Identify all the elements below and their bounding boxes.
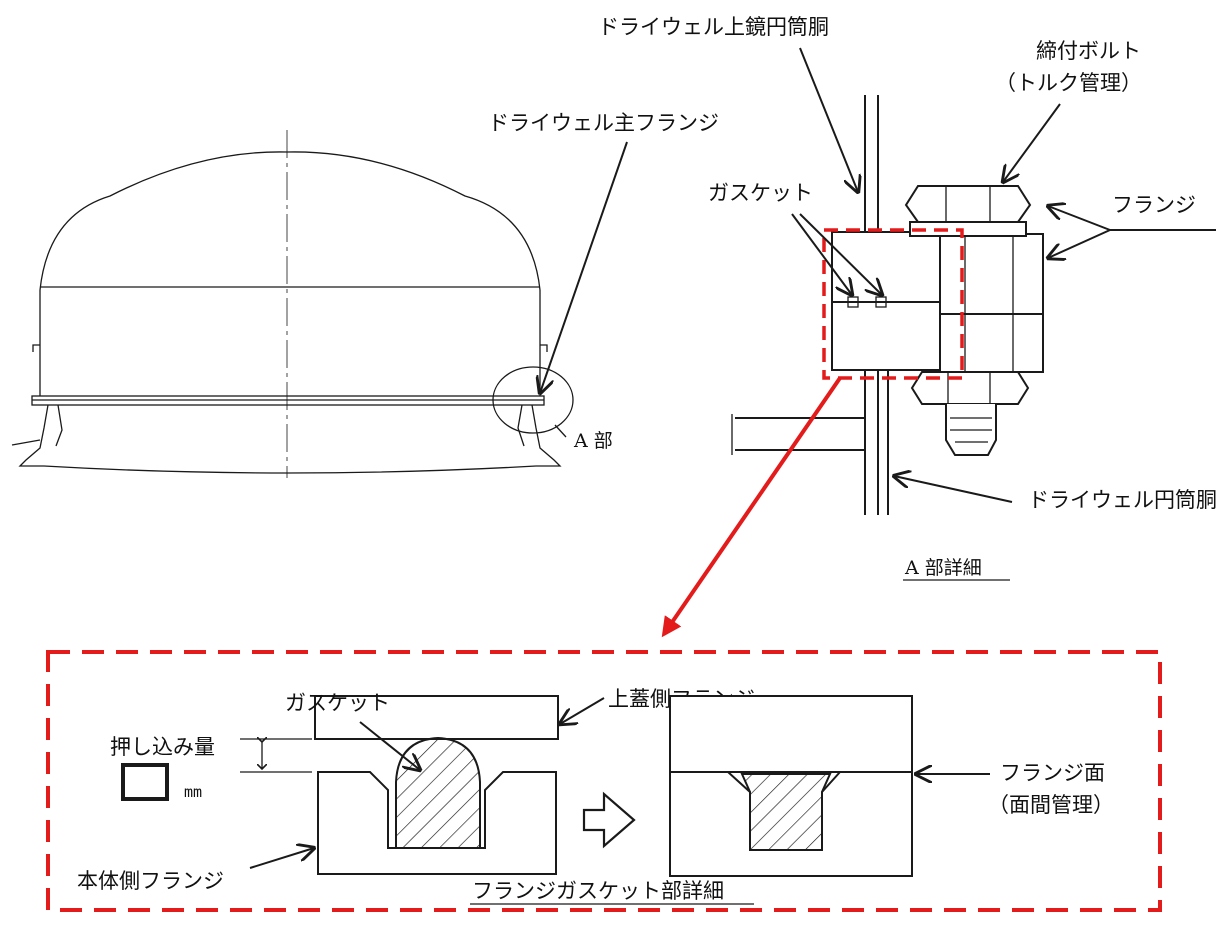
part-a-detail-caption: A 部詳細 xyxy=(904,557,982,579)
drywell-main-flange-label: ドライウェル主フランジ xyxy=(488,111,719,135)
tightening-bolt-label: 締付ボルト xyxy=(1036,39,1141,63)
gasket-label-lower: ガスケット xyxy=(285,691,390,715)
flange-gasket-detail-frame xyxy=(46,650,1162,912)
after-assembly-drawing xyxy=(669,695,913,877)
lid-side-leader xyxy=(560,697,605,724)
face-gap-control-label: （面間管理） xyxy=(988,793,1114,817)
body-side-flange-label: 本体側フランジ xyxy=(77,869,224,893)
zoom-arrow xyxy=(661,376,842,638)
push-in-amount-box xyxy=(121,763,169,801)
flange-leader-2 xyxy=(1048,229,1111,258)
gasket-lower-leader xyxy=(359,721,420,770)
part-a-detail-drawing xyxy=(731,95,1044,515)
gasket-highlight-box xyxy=(822,228,964,380)
upper-head-leader xyxy=(799,47,858,192)
flange-face-label: フランジ面 xyxy=(1000,761,1105,785)
drywell-head-drawing xyxy=(11,130,574,478)
main-flange-leader xyxy=(540,141,628,393)
torque-control-label: （トルク管理） xyxy=(995,71,1142,95)
drywell-cylinder-label: ドライウェル円筒胴 xyxy=(1028,488,1217,512)
drywell-cylinder-leader xyxy=(894,476,1013,503)
flange-gasket-detail-caption: フランジガスケット部詳細 xyxy=(472,879,724,903)
gasket-label-a: ガスケット xyxy=(708,181,813,205)
body-side-leader xyxy=(249,848,314,869)
upper-head-cylinder-label: ドライウェル上鏡円筒胴 xyxy=(598,15,829,39)
flange-label: フランジ xyxy=(1112,193,1196,217)
bolt-leader xyxy=(1003,103,1061,182)
before-assembly-drawing xyxy=(240,695,559,875)
transition-arrow-icon xyxy=(582,791,636,849)
gasket-leader-2 xyxy=(799,213,882,295)
part-a-label: A 部 xyxy=(573,430,613,452)
unit-mm: mm xyxy=(184,783,202,801)
gasket-leader-1 xyxy=(791,213,852,295)
push-in-amount-label: 押し込み量 xyxy=(110,735,215,759)
flange-leader-1 xyxy=(1048,206,1111,231)
